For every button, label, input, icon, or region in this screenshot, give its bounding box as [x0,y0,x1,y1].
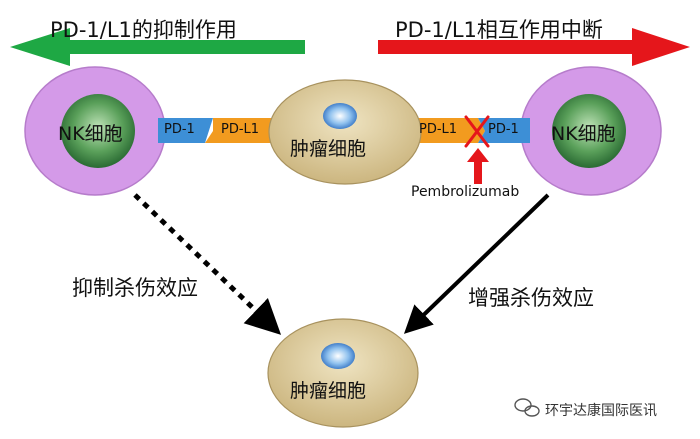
right-pdl1-label: PD-L1 [419,122,458,137]
tumor-cell-top-nucleus [323,103,357,129]
tumor-cell-top [268,79,422,185]
tumor-cell-bottom [267,318,419,428]
drug-up-arrow [467,148,489,184]
red-right-arrow [378,28,690,66]
left-pd1-bar [158,118,213,143]
watermark-text: 环宇达康国际医讯 [545,403,657,419]
inhibit-effect-label: 抑制杀伤效应 [72,276,198,300]
enhance-solid-arrow [403,193,550,334]
enhance-effect-label: 增强杀伤效应 [468,286,594,310]
right-pdl1-bar [415,118,485,143]
left-pdl1-label: PD-L1 [221,122,260,137]
right-pd1-label: PD-1 [488,122,519,137]
right-pd1-bar [478,118,530,143]
left-pdl1-bar [205,118,282,143]
green-left-arrow [10,28,305,66]
tumor-cell-bottom-label: 肿瘤细胞 [290,380,367,402]
tumor-cell-bottom-nucleus [321,343,355,369]
nk-cell-right-nucleus [552,94,626,168]
wechat-icon [514,398,540,417]
left-pd1-label: PD-1 [164,122,195,137]
inhibit-dotted-arrow [133,193,282,335]
blocked-x-mark [464,115,490,148]
tumor-cell-top-label: 肿瘤细胞 [290,138,367,160]
nk-cell-left-label: NK细胞 [58,123,123,145]
left-header-title: PD-1/L1的抑制作用 [50,18,237,42]
right-header-title: PD-1/L1相互作用中断 [395,18,603,42]
nk-cell-left-nucleus [61,94,135,168]
nk-cell-right-label: NK细胞 [551,123,616,145]
drug-label: Pembrolizumab [411,184,520,200]
